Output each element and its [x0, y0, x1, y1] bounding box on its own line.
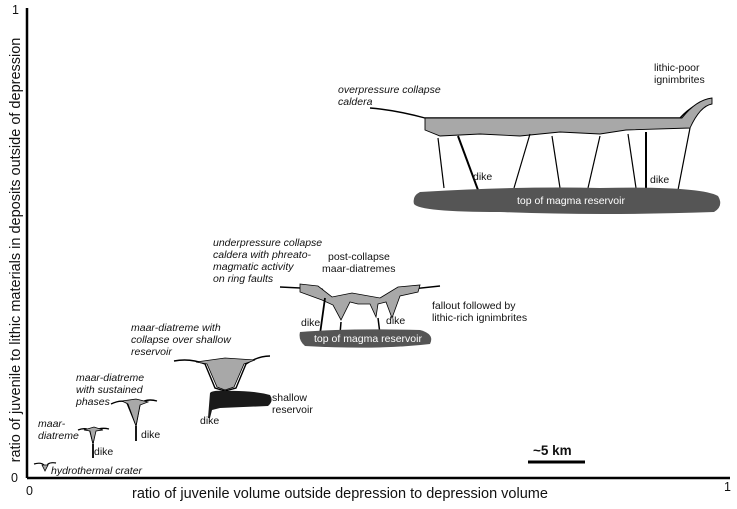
- label-magma-over: top of magma reservoir: [517, 195, 625, 207]
- label-hydrothermal-crater: hydrothermal crater: [51, 465, 143, 477]
- sustained-maar-sketch: [110, 398, 158, 441]
- label-sustained-2: with sustained: [76, 384, 143, 396]
- label-sustained-3: phases: [76, 396, 110, 408]
- label-fallout-2: lithic-rich ignimbrites: [432, 312, 528, 324]
- underpressure-caldera-sketch: [279, 283, 441, 348]
- label-dike-over-left: dike: [473, 171, 493, 183]
- label-collapse-2: collapse over shallow: [131, 334, 231, 346]
- label-under-4: on ring faults: [213, 273, 274, 285]
- label-under-1: underpressure collapse: [213, 237, 323, 249]
- hydrothermal-crater-sketch: [33, 462, 57, 472]
- x-axis-title: ratio of juvenile volume outside depress…: [132, 486, 548, 502]
- scale-bar-label: ~5 km: [533, 443, 572, 458]
- label-collapse-1: maar-diatreme with: [131, 322, 221, 334]
- y-axis-title: ratio of juvenile to lithic materials in…: [8, 37, 24, 463]
- maar-diatreme-sketch: [77, 426, 110, 458]
- label-post-2: maar-diatremes: [322, 263, 396, 275]
- label-maar-2: diatreme: [38, 430, 79, 442]
- x-axis-min: 0: [26, 484, 33, 498]
- label-maar-1: maar-: [38, 418, 66, 430]
- label-dike-under-left: dike: [301, 317, 321, 329]
- label-dike-under-right: dike: [386, 315, 406, 327]
- overpressure-caldera-sketch: [369, 97, 721, 214]
- label-over-2: caldera: [338, 96, 373, 108]
- label-shallow-reservoir-2: reservoir: [272, 404, 313, 416]
- label-magma-under: top of magma reservoir: [314, 333, 422, 345]
- label-lithic-2: ignimbrites: [654, 74, 705, 86]
- label-shallow-reservoir-1: shallow: [272, 392, 308, 404]
- label-under-3: magmatic activity: [213, 261, 294, 273]
- label-dike-sustained: dike: [141, 429, 161, 441]
- label-dike-collapse: dike: [200, 415, 220, 427]
- y-axis-max: 1: [12, 3, 19, 17]
- collapse-maar-sketch: [173, 355, 272, 418]
- label-over-1: overpressure collapse: [338, 84, 441, 96]
- y-axis-min: 0: [11, 471, 18, 485]
- label-lithic-1: lithic-poor: [654, 62, 700, 74]
- label-under-2: caldera with phreato-: [213, 249, 312, 261]
- label-fallout-1: fallout followed by: [432, 300, 516, 312]
- x-axis-max: 1: [724, 480, 731, 494]
- label-post-1: post-collapse: [328, 251, 390, 263]
- label-dike-small: dike: [94, 446, 114, 458]
- label-collapse-3: reservoir: [131, 346, 172, 358]
- label-dike-over-right: dike: [650, 174, 670, 186]
- label-sustained-1: maar-diatreme: [76, 372, 145, 384]
